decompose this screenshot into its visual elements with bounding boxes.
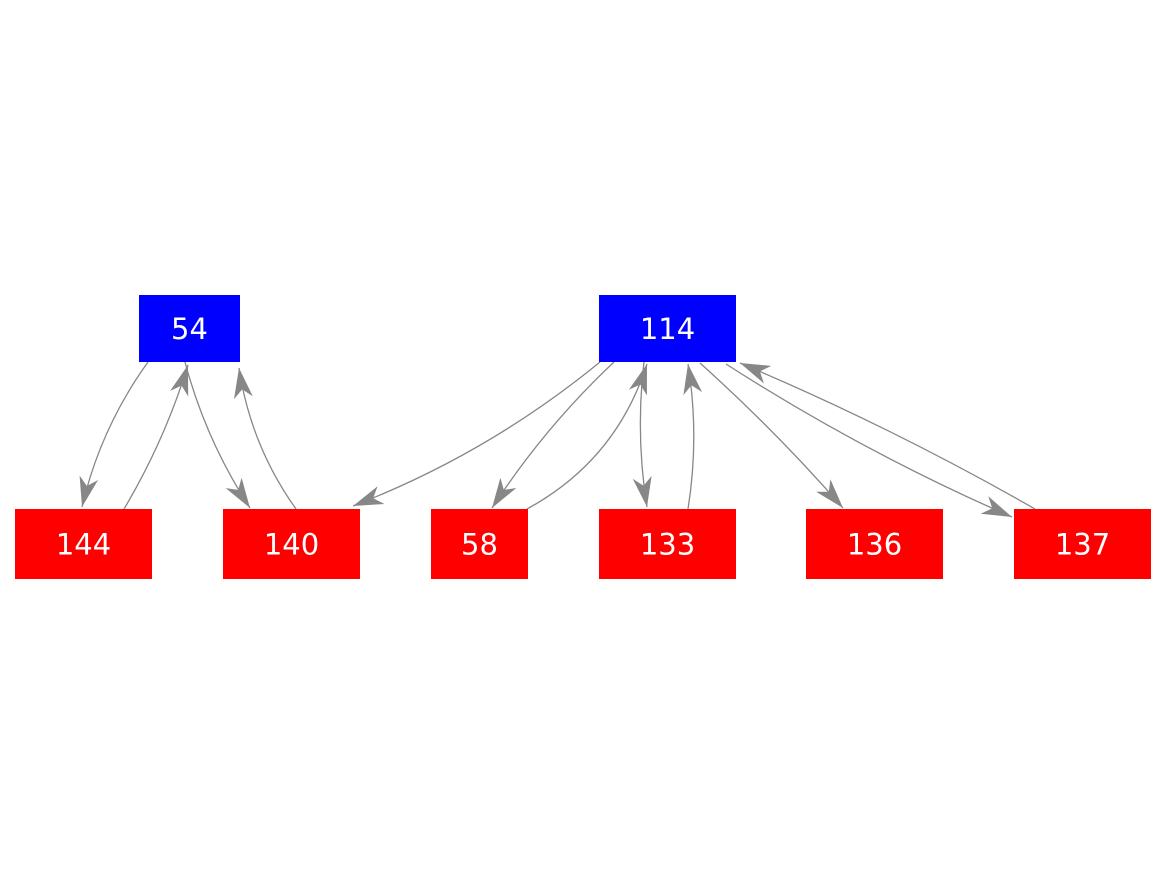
node-box-133 xyxy=(599,509,736,579)
edge-58-114 xyxy=(526,363,648,510)
node-137: 137 xyxy=(1014,509,1151,579)
node-144: 144 xyxy=(15,509,152,579)
edge-114-58 xyxy=(491,361,615,509)
node-box-136 xyxy=(806,509,943,579)
node-label-137: 137 xyxy=(1055,527,1110,561)
node-box-144 xyxy=(15,509,152,579)
arrowhead-144-54 xyxy=(170,365,189,397)
edge-114-136 xyxy=(699,362,844,509)
arrowhead-133-114 xyxy=(683,364,703,396)
node-label-114: 114 xyxy=(640,312,695,346)
node-58: 58 xyxy=(431,509,528,579)
node-54: 54 xyxy=(139,295,240,362)
node-136: 136 xyxy=(806,509,943,579)
edge-137-114 xyxy=(739,362,1036,510)
node-box-140 xyxy=(223,509,360,579)
arrowhead-114-58 xyxy=(492,477,517,508)
node-box-114 xyxy=(599,295,736,362)
edge-114-137 xyxy=(725,363,1013,518)
arrowhead-54-140 xyxy=(225,477,250,508)
arrowhead-114-140 xyxy=(353,486,385,506)
node-label-58: 58 xyxy=(461,527,498,561)
node-box-58 xyxy=(431,509,528,579)
arrowhead-114-136 xyxy=(816,479,843,508)
arrowhead-54-144 xyxy=(79,475,99,507)
node-133: 133 xyxy=(599,509,736,579)
arrowhead-137-114 xyxy=(740,363,772,384)
node-label-144: 144 xyxy=(56,527,111,561)
node-label-54: 54 xyxy=(171,312,208,346)
node-label-140: 140 xyxy=(264,527,319,561)
arrowhead-114-137 xyxy=(980,496,1012,517)
arrowhead-140-54 xyxy=(234,368,253,400)
edge-114-140 xyxy=(352,361,601,507)
arrowhead-114-133 xyxy=(632,475,652,507)
node-box-137 xyxy=(1014,509,1151,579)
node-label-136: 136 xyxy=(847,527,902,561)
node-114: 114 xyxy=(599,295,736,362)
node-label-133: 133 xyxy=(640,527,695,561)
node-box-54 xyxy=(139,295,240,362)
node-140: 140 xyxy=(223,509,360,579)
arrowhead-58-114 xyxy=(628,364,647,396)
